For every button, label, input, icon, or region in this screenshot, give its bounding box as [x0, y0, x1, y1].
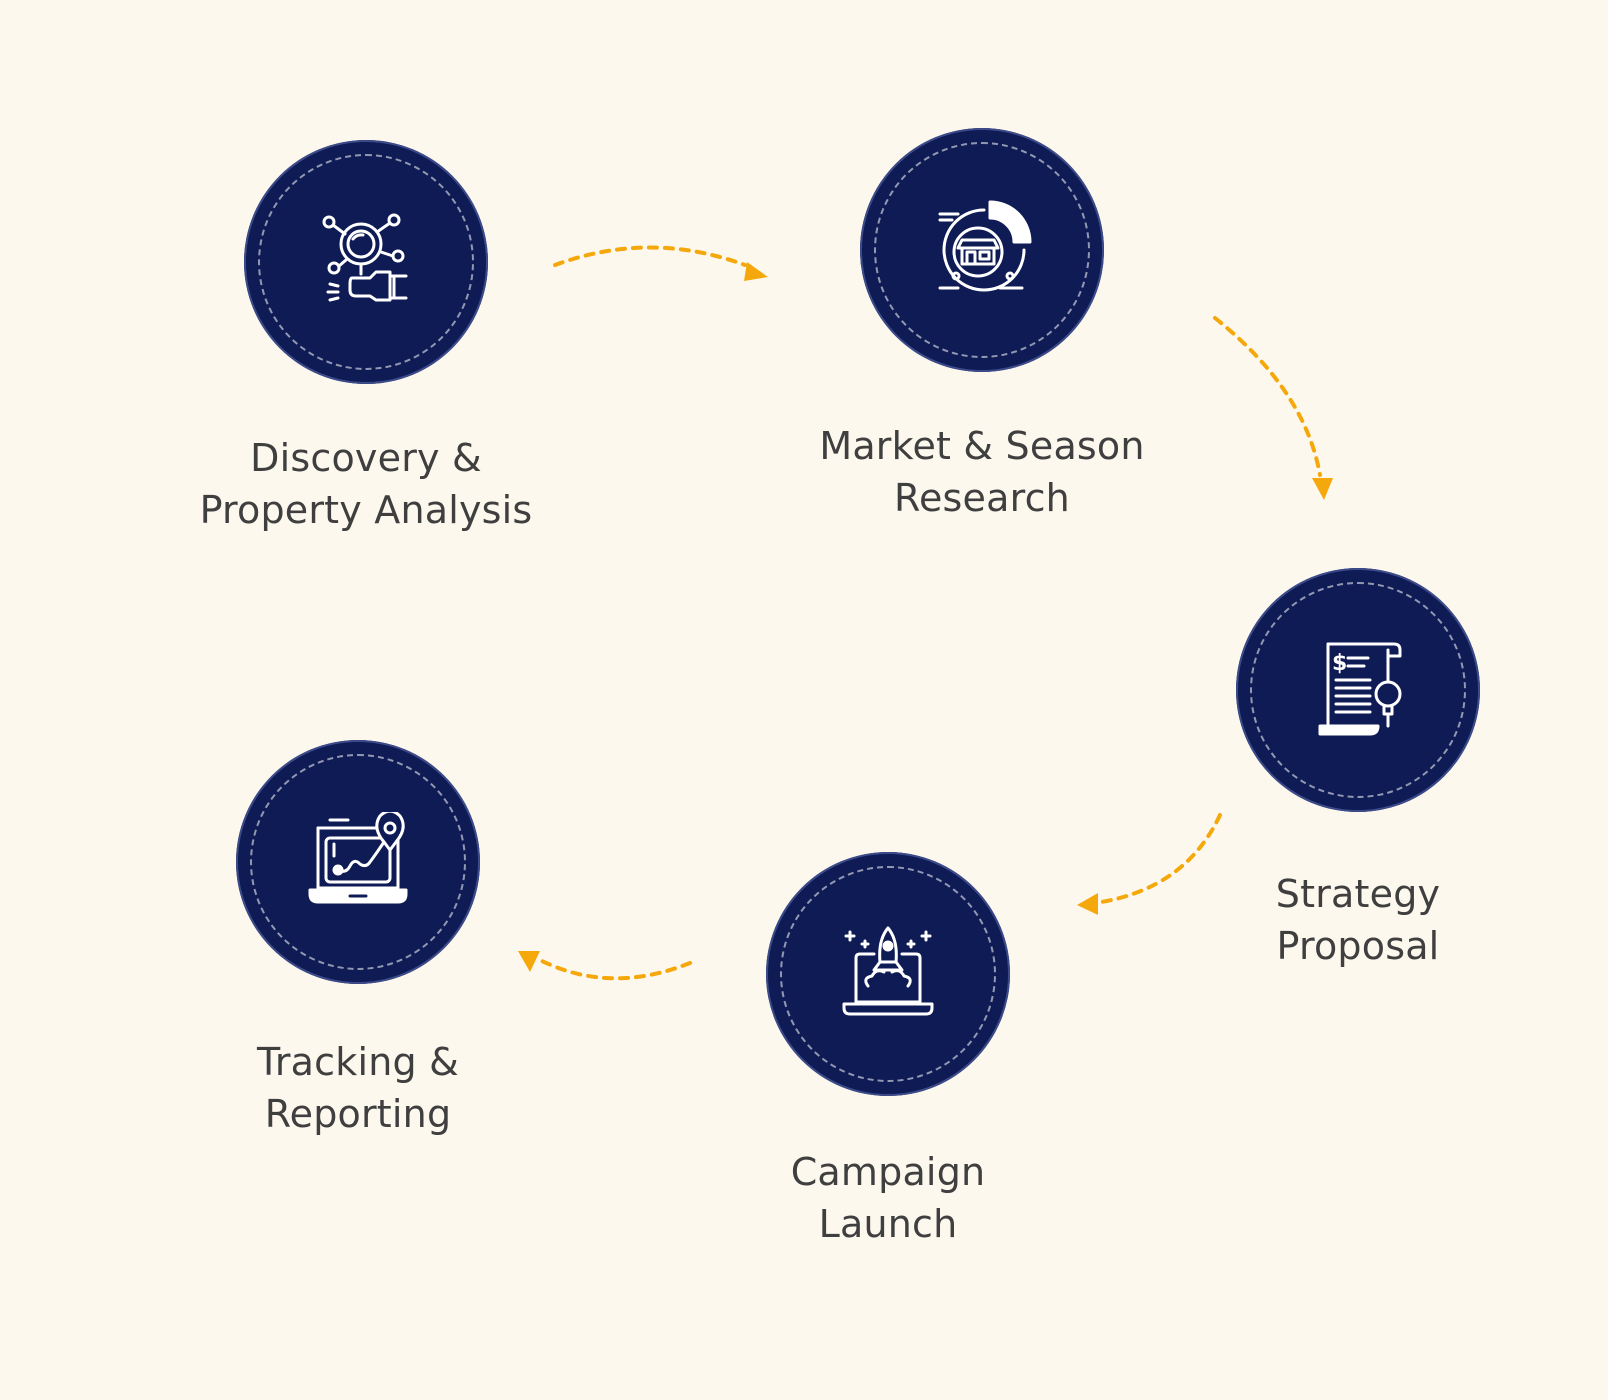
step-market-label-line-1: Market & Season: [819, 424, 1145, 468]
arrow-campaign-to-tracking: [538, 958, 692, 981]
step-campaign-circle: [766, 852, 1010, 1096]
step-market-circle: [860, 128, 1104, 372]
step-campaign-label-line-1: Campaign: [790, 1150, 986, 1194]
step-campaign-label-line-2: Launch: [818, 1202, 958, 1246]
magnifier-network-hand-icon: [322, 213, 408, 302]
arrow-market-to-strategy: [1213, 316, 1322, 477]
arrow-discovery-to-market: [553, 245, 747, 267]
storefront-pie-chart-icon: [938, 200, 1032, 292]
step-tracking-circle: [236, 740, 480, 984]
step-discovery-label-line-2: Property Analysis: [199, 488, 533, 532]
step-strategy-circle: $: [1236, 568, 1480, 812]
step-tracking-label-line-1: Tracking &: [257, 1040, 459, 1084]
dollar-document-lightbulb-icon: $: [1318, 642, 1402, 736]
step-discovery-circle: [244, 140, 488, 384]
arrowhead-4: [518, 951, 540, 972]
laptop-location-route-icon: [308, 812, 408, 904]
arrowhead-1: [744, 262, 768, 281]
step-campaign-label: Campaign Launch: [688, 1146, 1088, 1250]
svg-text:$: $: [1332, 651, 1347, 676]
step-market-label-line-2: Research: [894, 476, 1070, 520]
arrowhead-3: [1077, 893, 1098, 915]
step-strategy-label-line-1: Strategy: [1275, 872, 1441, 916]
step-discovery-label: Discovery & Property Analysis: [166, 432, 566, 536]
laptop-rocket-icon: [842, 926, 934, 1016]
step-market-label: Market & Season Research: [782, 420, 1182, 524]
step-strategy-label: Strategy Proposal: [1158, 868, 1558, 972]
step-discovery-label-line-1: Discovery &: [250, 436, 482, 480]
arrowhead-2: [1312, 478, 1333, 500]
step-strategy-label-line-2: Proposal: [1276, 924, 1440, 968]
step-tracking-label: Tracking & Reporting: [158, 1036, 558, 1140]
step-tracking-label-line-2: Reporting: [264, 1092, 452, 1136]
